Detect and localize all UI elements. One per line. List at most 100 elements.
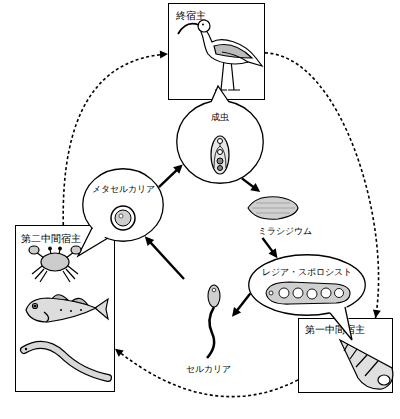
- fish-illustration: [52, 295, 68, 300]
- crab-illustration: [50, 249, 60, 254]
- snail-illustration: [340, 340, 393, 389]
- dotted-connector: [115, 349, 298, 397]
- fish-illustration: [60, 310, 82, 311]
- fish-illustration: [95, 299, 108, 319]
- node-label: セルカリア: [184, 364, 232, 375]
- node-label: ミラシジウム: [258, 226, 312, 237]
- bird-illustration: [178, 24, 199, 34]
- adult-fluke: [218, 150, 223, 155]
- metacercaria-cyst: [115, 210, 131, 226]
- bird-illustration: [231, 60, 234, 90]
- host-box: 第二中間宿主: [15, 225, 115, 392]
- crab-illustration: [59, 247, 62, 250]
- fish-illustration: [26, 298, 96, 322]
- snail-illustration: [378, 375, 390, 385]
- bubble-outline: [82, 168, 164, 242]
- dotted-connector: [63, 54, 168, 225]
- host-box: 第一中間宿主: [298, 318, 393, 393]
- bird-illustration: [201, 28, 262, 66]
- eel-illustration: [24, 345, 108, 378]
- redia-sporocyst-figure: [293, 288, 303, 298]
- bird-illustration: [221, 60, 224, 90]
- life-stage-arrow: [263, 238, 278, 258]
- arrow-head: [160, 51, 168, 59]
- fish-illustration: [34, 305, 36, 307]
- fish-illustration: [44, 312, 49, 322]
- solid-connector: [150, 242, 184, 279]
- cercaria-figure: [212, 288, 216, 292]
- life-stage-arrow: [232, 294, 250, 317]
- stage-bubble: 成虫: [176, 100, 264, 184]
- bird-illustration: [215, 89, 240, 90]
- node-label: メタセルカリア: [82, 184, 164, 195]
- stage-figure: セルカリア: [184, 278, 232, 376]
- fish-illustration: [72, 298, 88, 305]
- bubble-tail: [209, 86, 231, 106]
- node-label: レジア・スポロシスト: [248, 267, 366, 278]
- stage-figure: ミラシジウム: [236, 192, 312, 238]
- crab-illustration: [29, 246, 81, 282]
- bird-illustration: [178, 20, 262, 90]
- arrow-head: [232, 307, 241, 317]
- metacercaria-cyst: [111, 206, 135, 230]
- bubble-tail: [330, 307, 352, 340]
- host-transfer-arrow: [265, 53, 381, 318]
- bubble-tail: [78, 228, 108, 256]
- redia-sporocyst-figure: [279, 288, 289, 298]
- miracidium-figure: [248, 197, 298, 220]
- bubble-tail: [78, 224, 111, 256]
- bird-illustration: [222, 52, 248, 62]
- bubble-tail: [78, 86, 352, 340]
- bird-illustration: [214, 45, 252, 59]
- cercaria-figure: [208, 285, 220, 307]
- adult-fluke: [211, 136, 229, 174]
- redia-sporocyst-figure: [266, 282, 350, 304]
- metacercaria-cyst: [119, 214, 123, 218]
- bubble-outline: [249, 255, 366, 316]
- redia-sporocyst-figure: [321, 288, 331, 298]
- life-stage-arrow: [159, 164, 183, 187]
- eel-illustration: [24, 345, 108, 378]
- solid-connector: [236, 294, 250, 312]
- crab-illustration: [41, 253, 69, 271]
- life-stage-arrow: [242, 178, 260, 192]
- redia-sporocyst-figure: [335, 289, 344, 298]
- adult-fluke: [214, 144, 226, 169]
- cercaria-figure: [207, 285, 220, 358]
- bubble-outline: [83, 169, 164, 242]
- redia-sporocyst-figure: [307, 289, 317, 299]
- crab-illustration: [49, 247, 52, 250]
- adult-fluke: [218, 139, 223, 144]
- solid-connector: [263, 238, 274, 252]
- arrow-head: [145, 236, 154, 246]
- miracidium-figure: [252, 203, 295, 213]
- bubble-outline: [248, 254, 366, 316]
- eel-illustration: [24, 345, 108, 378]
- arrow-head: [115, 349, 124, 357]
- host-transfer-arrow: [115, 349, 298, 397]
- crab-illustration: [36, 252, 74, 258]
- dotted-connector: [265, 53, 379, 318]
- arrow-head: [250, 183, 260, 192]
- bird-illustration: [202, 24, 204, 26]
- solid-connector: [159, 169, 178, 187]
- redia-sporocyst-figure: [266, 282, 350, 304]
- crab-illustration: [32, 266, 78, 282]
- crab-illustration: [29, 246, 39, 254]
- node-label: 成虫: [176, 112, 264, 123]
- fish-illustration: [26, 295, 108, 322]
- node-label: 終宿主: [176, 10, 206, 22]
- bubble-tail: [327, 303, 352, 340]
- fish-illustration: [33, 304, 38, 309]
- cercaria-figure: [207, 307, 214, 358]
- node-label: 第二中間宿主: [21, 233, 81, 245]
- bubble-outline: [177, 101, 264, 184]
- adult-fluke: [218, 166, 223, 171]
- crab-illustration: [71, 246, 81, 254]
- adult-fluke: [217, 158, 223, 164]
- adult-fluke: [211, 136, 229, 174]
- solid-connector: [242, 178, 255, 187]
- arrow-head: [269, 248, 278, 258]
- bubble-tail: [211, 86, 229, 102]
